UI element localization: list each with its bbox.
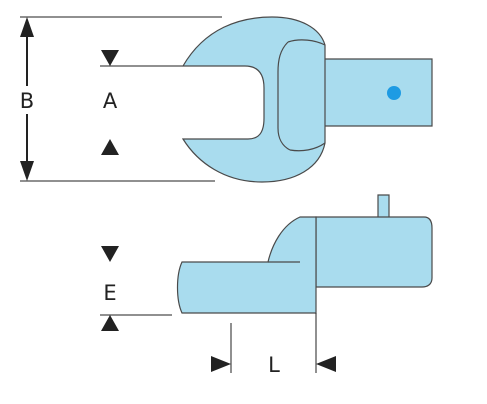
open-end-jaw <box>181 16 326 183</box>
a-label: A <box>103 89 118 113</box>
side-view: E L <box>100 194 433 377</box>
side-square-drive <box>315 216 433 288</box>
b-label: B <box>20 89 34 113</box>
l-label: L <box>268 353 280 377</box>
e-top-arrow <box>101 246 119 262</box>
e-label: E <box>103 281 116 305</box>
b-top-arrow <box>20 17 34 37</box>
side-head-body <box>176 216 317 314</box>
detent-pin <box>377 194 390 219</box>
l-left-arrow <box>211 356 231 372</box>
locking-ball-marker <box>387 86 401 100</box>
l-right-arrow <box>316 356 336 372</box>
a-bottom-arrow <box>101 139 119 155</box>
e-bottom-arrow <box>101 315 119 331</box>
jaw-neck-contour <box>287 39 326 152</box>
top-view: B A <box>14 16 433 183</box>
a-top-arrow <box>101 50 119 66</box>
b-bottom-arrow <box>20 161 34 181</box>
jaw-inner-contour <box>277 41 291 151</box>
